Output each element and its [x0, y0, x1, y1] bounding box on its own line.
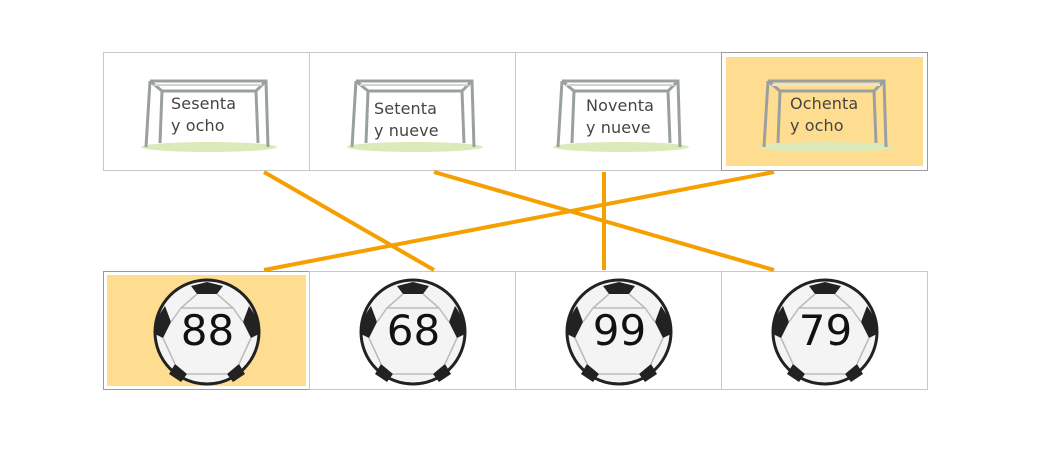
ball-number: 88: [180, 306, 235, 355]
soccer-goal-icon: [141, 79, 277, 152]
soccer-ball-icon: [565, 278, 673, 386]
connection-line: [433, 170, 775, 272]
soccer-goal-icon: [347, 79, 483, 152]
ball-card-1[interactable]: 88: [103, 271, 310, 390]
ball-row: 88 68 99: [103, 271, 928, 390]
soccer-ball-icon: [359, 278, 467, 386]
ball-number: 79: [798, 306, 853, 355]
ball-card-4[interactable]: 79: [721, 271, 928, 390]
ball-number: 68: [386, 306, 441, 355]
soccer-goal-icon: [759, 79, 895, 152]
connection-line: [263, 170, 775, 272]
ball-card-2[interactable]: 68: [309, 271, 516, 390]
soccer-ball-icon: [771, 278, 879, 386]
ball-card-3[interactable]: 99: [515, 271, 722, 390]
connection-line: [263, 170, 435, 272]
soccer-goal-icon: [553, 79, 689, 152]
soccer-ball-icon: [153, 278, 261, 386]
ball-number: 99: [592, 306, 647, 355]
